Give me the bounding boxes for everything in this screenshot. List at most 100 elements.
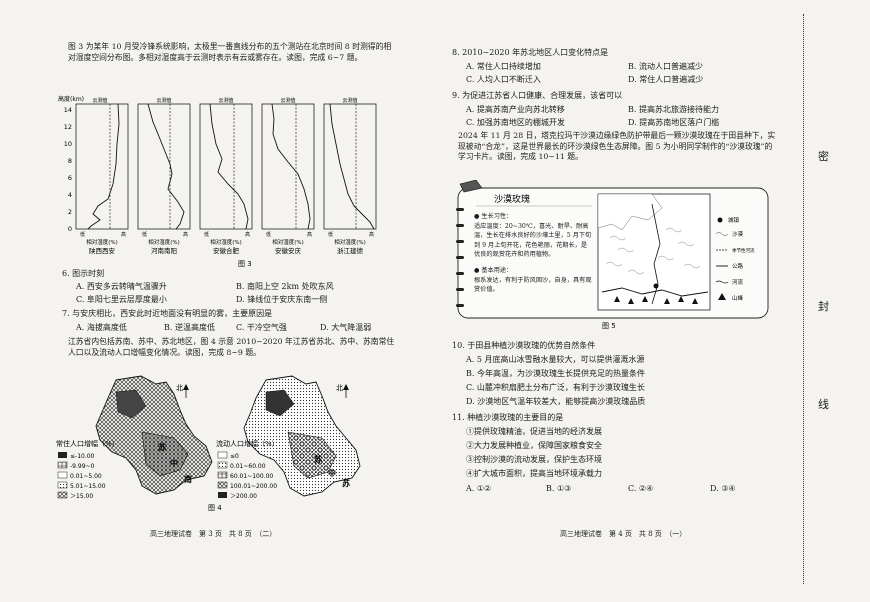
fig3-station-label: 安徽安庆 xyxy=(275,246,302,255)
q10-option-a[interactable]: A. 5 月底高山冰雪融水量较大，可以提供灌溉水源 xyxy=(466,355,645,364)
fig4-left-legend-item: 5.01~15.00 xyxy=(70,483,106,490)
fig3-x-high: 高 xyxy=(245,231,250,238)
fig3-panel-top-label: 云测值 xyxy=(156,97,171,104)
binding-char: 线 xyxy=(818,398,829,411)
card-title: 沙漠玫瑰 xyxy=(494,193,530,205)
q10-option-c[interactable]: C. 山麓冲积扇肥土分布广泛，有利于沙漠玫瑰生长 xyxy=(466,383,645,392)
q6-option-a[interactable]: A. 西安多云转晴气温骤升 xyxy=(76,282,167,291)
q11-item: ④扩大城市面积，提高当地环境承载力 xyxy=(466,469,602,478)
fig4-left-legend-item: 0.01~5.00 xyxy=(70,473,102,480)
fig4-right-legend-item: 0.01~60.00 xyxy=(230,463,266,470)
fig3-panel-top-label: 云测值 xyxy=(218,97,233,104)
fig4-right-legend-title: 流动人口增幅（%） xyxy=(216,439,279,448)
q9-option-c[interactable]: C. 加强苏南地区的棚城开发 xyxy=(466,118,565,127)
fig3-panel-top-label: 云测值 xyxy=(342,97,357,104)
binding-dotted-line xyxy=(803,14,806,584)
q9-stem: 9. 为促进江苏省人口健康、合理发展，该省可以 xyxy=(452,91,623,100)
fig4-right-legend-item: 60.01~100.00 xyxy=(230,473,273,480)
fig5-legend-item: 季节性河流 xyxy=(732,247,755,254)
fig3-panel-top-label: 云测值 xyxy=(280,97,295,104)
q11-option-c[interactable]: C. ②④ xyxy=(628,484,654,493)
footer-right: 高三地理试卷 第 4 页 共 8 页 （一） xyxy=(560,530,687,538)
fig4-left-legend: 常住人口增幅（%） ≤-10.00 -9.99~0 0.01~5.00 5.01… xyxy=(56,439,119,500)
fig3-x-high: 高 xyxy=(183,231,188,238)
fig3-x-high: 高 xyxy=(369,231,374,238)
fig3-x-label: 相对湿度(%) xyxy=(334,238,366,246)
fig3-y-tick: 14 xyxy=(64,106,72,114)
north-arrow-icon: 北 xyxy=(336,384,349,398)
fig5-map xyxy=(597,193,711,311)
q11-option-b[interactable]: B. ①③ xyxy=(546,484,572,493)
card-bullet2-body: 根系发达，有利于防风固沙，自身，具有观赏价值。 xyxy=(474,276,592,294)
fig4-right-legend-item: ＞200.00 xyxy=(230,493,257,500)
fig3-panel-hefei: 云测值 低 高 相对湿度(%) 安徽合肥 xyxy=(199,97,253,255)
q11-item: ①提供玫瑰精油，促进当地的经济发展 xyxy=(466,427,602,436)
fig5-legend-item: 山峰 xyxy=(732,294,744,302)
fig4-right-legend-item: ≤0 xyxy=(230,453,239,460)
fig4-left-legend-item: ≤-10.00 xyxy=(70,453,95,460)
fig3-caption: 图 3 xyxy=(238,260,252,268)
figure-5-card: 沙漠玫瑰 城镇 沙漠 季节性河流 公路 河流 xyxy=(452,179,772,330)
fig3-x-low: 低 xyxy=(204,231,209,238)
fig4-left-legend-title: 常住人口增幅（%） xyxy=(56,439,119,448)
fig4-region-label: 苏 xyxy=(342,478,350,488)
figure-4: 苏 中 南 常住人口增幅（%） ≤-10.00 -9.99~0 0.01~5.0… xyxy=(56,372,386,514)
fig3-x-label: 相对湿度(%) xyxy=(148,238,180,246)
flower-card-icon xyxy=(459,179,483,193)
fig3-y-axis-label: 高度(km) xyxy=(58,95,84,103)
fig4-region-label: 南 xyxy=(184,474,192,484)
q8-option-c[interactable]: C. 人均人口不断迁入 xyxy=(466,75,541,84)
q6-option-b[interactable]: B. 南阳上空 2km 处吹东风 xyxy=(236,282,334,291)
fig3-x-label: 相对湿度(%) xyxy=(210,238,242,246)
fig4-left-map: 苏 中 南 xyxy=(95,375,213,495)
fig3-y-tick: 2 xyxy=(68,208,72,216)
card-text: ● 生长习性： 适应温度：20~30℃，喜光、耐旱、耐高温，生长在排水良好的沙壤… xyxy=(474,212,592,295)
fig3-station-label: 陕西西安 xyxy=(89,246,116,255)
fig3-station-label: 安徽合肥 xyxy=(213,246,240,255)
fig3-x-label: 相对湿度(%) xyxy=(86,238,118,246)
q11-option-a[interactable]: A. ①② xyxy=(466,484,492,493)
figure-4-graphic: 苏 中 南 常住人口增幅（%） ≤-10.00 -9.99~0 0.01~5.0… xyxy=(56,375,361,512)
q7-option-c[interactable]: C. 干冷空气强 xyxy=(236,323,287,332)
fig3-x-low: 低 xyxy=(142,231,147,238)
q9-option-b[interactable]: B. 提高苏北旅游接待能力 xyxy=(628,105,719,114)
fig4-region-label: 苏 xyxy=(158,442,166,452)
fig3-panel-anqing: 云测值 低 高 相对湿度(%) 安徽安庆 xyxy=(261,97,315,255)
fig3-y-tick: 0 xyxy=(68,225,72,233)
fig4-left-legend-item: ＞15.00 xyxy=(70,493,93,500)
fig3-panel-xian: 云测值 低 高 相对湿度(%) 陕西西安 xyxy=(75,97,129,255)
q6-option-d[interactable]: D. 锋线位于安庆东南一侧 xyxy=(236,295,328,304)
fig5-legend-item: 城镇 xyxy=(728,216,740,224)
fig3-x-label: 相对湿度(%) xyxy=(272,238,304,246)
q7-option-a[interactable]: A. 海拔高度低 xyxy=(76,323,127,332)
q7-stem: 7. 与安庆相比，西安此时近地面没有明显的雾，主要原因是 xyxy=(62,309,273,318)
q9-option-a[interactable]: A. 提高苏南产业向苏北转移 xyxy=(466,105,565,114)
fig3-x-low: 低 xyxy=(80,231,85,238)
figure-5-graphic: 沙漠玫瑰 城镇 沙漠 季节性河流 公路 河流 xyxy=(456,179,769,330)
fig4-right-legend: 流动人口增幅（%） ≤0 0.01~60.00 60.01~100.00 100… xyxy=(216,439,279,500)
figure-3: 高度(km) 14 12 10 8 6 4 2 0 云测值 低 高 相对湿度(%… xyxy=(58,94,398,269)
q8-option-d[interactable]: D. 常住人口普遍减少 xyxy=(628,75,704,84)
q7-option-d[interactable]: D. 大气降温弱 xyxy=(320,323,372,332)
fig5-legend-item: 沙漠 xyxy=(732,230,744,238)
fig5-legend-item: 河流 xyxy=(732,278,744,286)
q10-option-d[interactable]: D. 沙漠地区气温年较差大，能够提高沙漠玫瑰品质 xyxy=(466,397,646,406)
q8-stem: 8. 2010~2020 年苏北地区人口变化特点是 xyxy=(452,48,609,57)
fig3-x-high: 高 xyxy=(307,231,312,238)
q8-option-b[interactable]: B. 流动人口普遍减少 xyxy=(628,62,703,71)
fig4-right-map: 苏 中 苏 xyxy=(243,375,361,497)
q10-option-b[interactable]: B. 今年高温，为沙漠玫瑰生长提供充足的热量条件 xyxy=(466,369,645,378)
q11-option-d[interactable]: D. ③④ xyxy=(710,484,736,493)
fig5-legend: 城镇 沙漠 季节性河流 公路 河流 山峰 xyxy=(715,216,755,302)
card-bullet2-head: ● 基本用途： xyxy=(474,267,513,275)
north-arrow-icon: 北 xyxy=(176,384,189,398)
binding-char: 密 xyxy=(818,150,829,163)
q8-option-a[interactable]: A. 常住人口持续增加 xyxy=(466,62,541,71)
q6-option-c[interactable]: C. 阜阳七里云层厚度最小 xyxy=(76,295,167,304)
q7-option-b[interactable]: B. 逆温高度低 xyxy=(164,323,215,332)
fig3-y-tick: 8 xyxy=(68,157,72,165)
q9-option-d[interactable]: D. 提高苏南地区落户门槛 xyxy=(628,118,720,127)
fig4-caption: 图 4 xyxy=(208,504,222,512)
fig5-intro: 2024 年 11 月 28 日，塔克拉玛干沙漠边缘绿色防护带最后一颗沙漠玫瑰在… xyxy=(458,131,776,162)
footer-left: 高三地理试卷 第 3 页 共 8 页 （二） xyxy=(150,530,277,538)
